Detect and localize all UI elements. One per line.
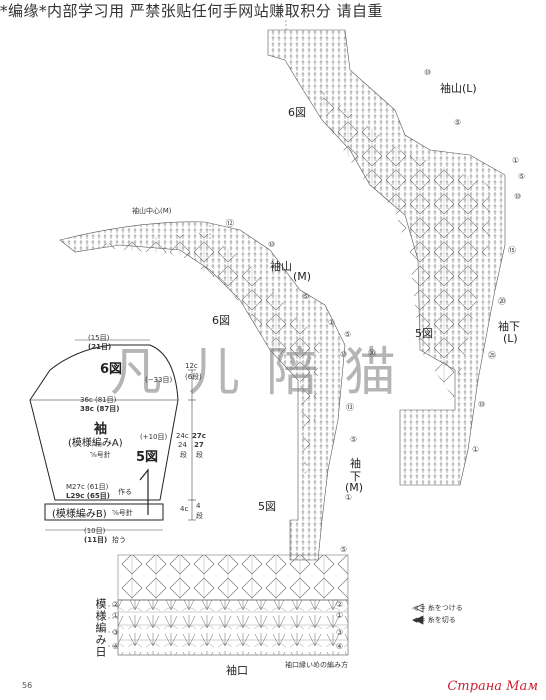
row-number: ㉕ (488, 351, 496, 360)
schematic-height-27: 27c (192, 432, 206, 440)
legend-cut-yarn: ◀ = 糸を切る (412, 616, 456, 624)
schematic-rows-unit-1: 段 (180, 451, 187, 459)
schematic-pattern-b: (模様編みB) (52, 509, 107, 520)
row-number: ⑫ (226, 219, 234, 228)
label-sleeve-cap-l: 袖山(L) (440, 82, 477, 95)
row-number: ⑩ (478, 400, 486, 409)
schematic-needle-b: ⅝号針 (112, 509, 133, 517)
sleeve-schematic (29, 339, 196, 531)
row-number: ① (512, 156, 520, 165)
sleeve-cap-m-band (59, 221, 346, 561)
row-number: ⑬ (346, 403, 354, 412)
row-number: ⑤ (454, 118, 462, 127)
schematic-needle-a: ⅝号針 (90, 451, 111, 459)
schematic-plus10: (+10目) (140, 433, 168, 441)
row-number: ⑤ (344, 330, 352, 339)
schematic-pattern-a: (模様編みA) (68, 438, 123, 449)
row-number: ⑩ (514, 192, 522, 201)
schematic-rows-24: 24 (178, 441, 187, 449)
row-marker: ② (112, 600, 120, 609)
schematic-minus33: (−33目) (145, 376, 173, 384)
row-number: ⑮ (508, 246, 516, 255)
schematic-bottom-count-1: (10目) (84, 527, 106, 535)
watermark-text: 凡儿陪猫 (110, 343, 423, 403)
schematic-make: 作る (118, 488, 132, 496)
label-fig6-mid: 6図 (212, 314, 230, 327)
row-marker: ② (336, 600, 344, 609)
schematic-width-l: 38c (87目) (80, 405, 120, 413)
schematic-m27: M27c (61目) (66, 483, 109, 491)
row-number: ⑤ (350, 435, 358, 444)
schematic-rows-4-unit: 段 (196, 512, 203, 520)
schematic-l29: L29c (65目) (66, 492, 110, 500)
label-sleeve-under-m-3: (M) (345, 481, 364, 494)
schematic-title: 袖 (94, 422, 108, 437)
legend-attach-yarn: ◁ = 糸をつける (412, 604, 463, 612)
schematic-rows-27: 27 (194, 441, 204, 449)
schematic-height-24: 24c (176, 432, 189, 440)
label-cuff-edge-note: 袖口縁いめの編み方 (285, 661, 348, 669)
site-logo: Страна Мам (447, 679, 538, 694)
schematic-top-count-1: (15目) (88, 334, 110, 342)
schematic-width-m: 36c (81目) (80, 396, 117, 404)
schematic-height-12-rows: (6段) (185, 373, 202, 381)
row-number: ⑳ (498, 297, 506, 306)
label-sleeve-cap-m-2: (M) (293, 270, 312, 283)
label-sleeve-under-l-1: 袖下 (498, 320, 520, 333)
legend-marks (414, 603, 424, 625)
label-fig6-top: 6図 (288, 106, 306, 119)
schematic-bottom-count-2: (11目) (84, 536, 108, 544)
row-number: ① (472, 445, 480, 454)
header-notice: *编缘*内部学习用 严禁张贴任何手网站赚取积分 请自重 (0, 2, 384, 20)
schematic-rows-4: 4 (196, 502, 201, 510)
row-number: ① (328, 318, 336, 327)
sleeve-cap-l-band (267, 29, 506, 486)
label-cuff: 袖口 (226, 664, 248, 677)
cuff-band (117, 554, 349, 656)
row-number: ① (345, 493, 353, 502)
guide-lines (108, 20, 287, 647)
row-marker: ① (336, 611, 344, 620)
schematic-height-4: 4c (180, 505, 189, 513)
schematic-fig6: 6図 (100, 362, 123, 377)
row-marker: ④ (336, 642, 344, 651)
label-sleeve-under-m-2: 下 (350, 470, 361, 483)
schematic-pickup: 拾う (112, 536, 126, 544)
schematic-top-count-2: (21目) (88, 343, 112, 351)
row-number: ⑩ (268, 240, 276, 249)
label-fig5-bottom: 5図 (258, 500, 276, 513)
schematic-fig5: 5図 (136, 450, 159, 465)
row-number: ⑤ (302, 292, 310, 301)
row-number: ⑤ (518, 172, 526, 181)
label-pattern-title: 模様編み日 (94, 598, 107, 658)
label-sleeve-under-l-2: (L) (503, 332, 518, 345)
row-number: ⑤ (340, 545, 348, 554)
row-marker: ④ (112, 642, 120, 651)
schematic-height-12: 12c (185, 362, 198, 370)
row-number: ⑳ (368, 349, 376, 358)
row-marker: ③ (112, 628, 120, 637)
row-marker: ① (112, 611, 120, 620)
row-number: ⑩ (340, 350, 348, 359)
label-fig5-right: 5図 (415, 327, 433, 340)
label-sleeve-cap-center: 袖山中心(M) (132, 207, 172, 215)
row-number: ⑩ (424, 68, 432, 77)
row-marker: ③ (336, 628, 344, 637)
label-sleeve-cap-m-1: 袖山 (270, 260, 292, 273)
page-number: 56 (22, 681, 33, 690)
schematic-rows-unit-2: 段 (196, 451, 203, 459)
label-sleeve-under-m-1: 袖 (350, 457, 361, 470)
